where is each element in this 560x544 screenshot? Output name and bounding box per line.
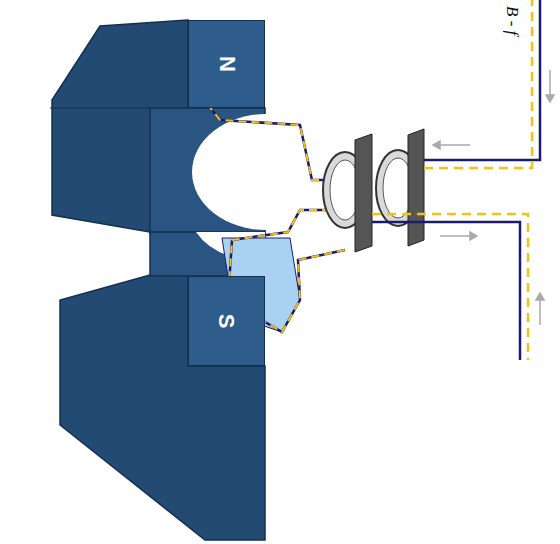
output-wire	[372, 222, 520, 360]
pole-gap	[192, 114, 340, 230]
magnet-side	[60, 275, 265, 540]
magnet-pole: N	[188, 20, 265, 108]
current-path	[424, 0, 532, 168]
current-path	[195, 40, 345, 180]
current-arrows	[433, 70, 554, 325]
output-wire	[424, 0, 540, 160]
brush	[408, 129, 424, 246]
edge-line	[50, 108, 150, 109]
field-label: B - f	[502, 4, 522, 37]
current-path	[372, 214, 528, 360]
brush	[355, 134, 372, 252]
magnet-pole: S	[188, 276, 265, 366]
pole-letter: N	[213, 56, 239, 72]
pole-letter: S	[214, 314, 240, 329]
